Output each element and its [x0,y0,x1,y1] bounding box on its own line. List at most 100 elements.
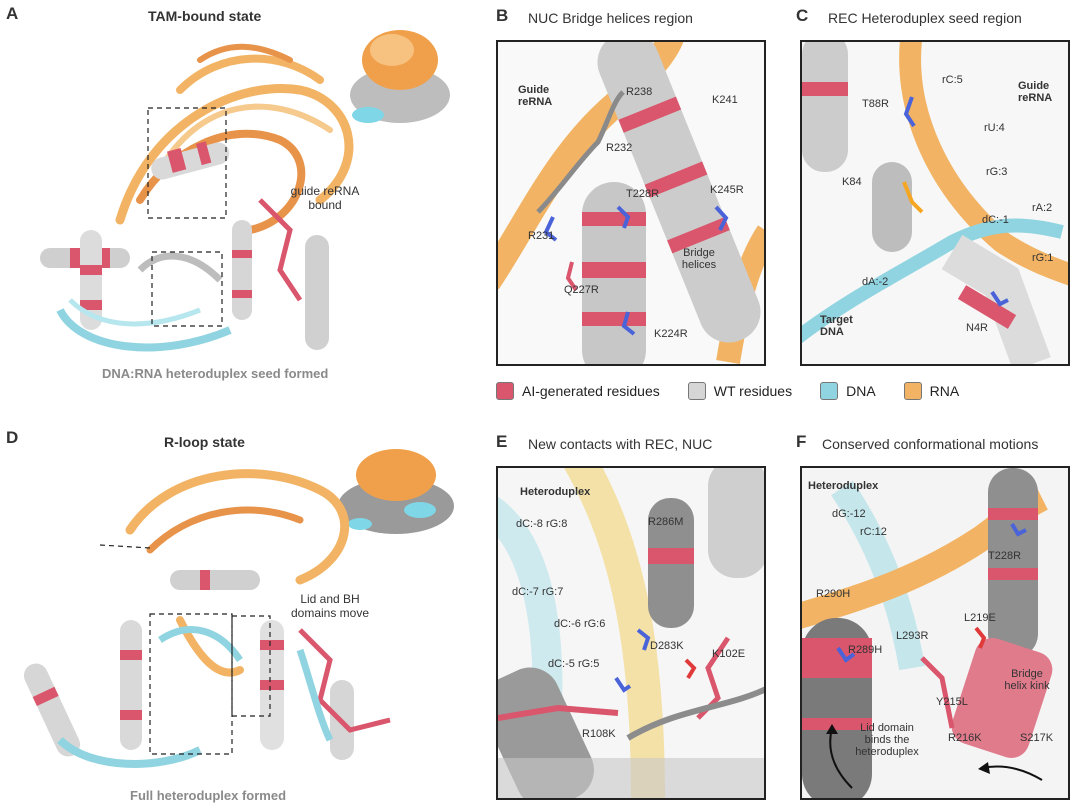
legend-swatch-dna [820,382,839,400]
legend-swatch-rna [903,382,922,400]
panel-f-label-l219e: L219E [964,612,996,624]
panel-c-structure [802,42,1068,364]
panel-c-letter: C [796,6,809,25]
panel-e-label-p5: dC:-5 rG:5 [548,658,600,670]
panel-e-letter: E [496,432,508,451]
panel-d-box-left [149,613,233,755]
legend-label-ai: AI-generated residues [522,383,660,399]
panel-a-dna [56,298,232,352]
panel-b-label-k241: K241 [712,94,738,106]
legend-label-rna: RNA [929,383,960,399]
panel-c-label-guide: Guide reRNA [1018,80,1053,104]
panel-d-caption: Full heteroduplex formed [130,788,287,803]
panel-b-label-r238: R238 [626,86,653,98]
panel-f-label-r216k: R216K [948,732,982,744]
panel-f-label-dg12: dG:-12 [832,508,866,520]
panel-f-label-l293r: L293R [896,630,929,642]
panel-b-label-k224r: K224R [654,328,688,340]
panel-b-label-r232: R232 [606,142,633,154]
panel-e-label-heteroduplex: Heteroduplex [520,486,591,498]
panel-e-label-d283k: D283K [650,640,684,652]
panel-f-helix-right [988,468,1038,658]
panel-f-title: Conserved conformational motions [822,436,1039,452]
panel-e-title: New contacts with REC, NUC [528,436,713,452]
panel-c-label-rg1: rG:1 [1032,252,1054,264]
panel-e-structure [498,468,764,798]
panel-a-protein [40,141,329,350]
panel-b-structure [498,42,764,364]
panel-e-label-k102e: K102E [712,648,746,660]
panel-c-label-rc5: rC:5 [942,74,963,86]
panel-f-frame: Heteroduplex dG:-12 rC:12 T228R R290H L2… [800,466,1070,800]
panel-c-label-rg3: rG:3 [986,166,1008,178]
legend-swatch-wt [687,382,706,400]
panel-c-label-ru4: rU:4 [984,122,1005,134]
panel-f-label-rc12: rC:12 [860,526,887,538]
panel-b-helix-right [597,42,761,343]
panel-f-label-y215l: Y215L [936,696,968,708]
panel-f-kink-arrow [981,765,1043,781]
panel-e-label-p6: dC:-6 rG:6 [554,618,606,630]
panel-a-annotation: guide reRNA bound [290,184,360,212]
panel-f-label-heteroduplex: Heteroduplex [808,480,879,492]
legend-label-dna: DNA [846,383,876,399]
panel-d-letter: D [6,428,19,447]
panel-a-box-upper [147,107,227,219]
panel-c-label-k84: K84 [842,176,862,188]
panel-f-label-r289h: R289H [848,644,883,656]
panel-c-label-t88r: T88R [862,98,889,110]
panel-d-dashed-line [99,544,151,549]
panel-f-letter: F [796,432,807,451]
panel-c-label-n4r: N4R [966,322,989,334]
panel-f-label-t228r: T228R [988,550,1022,562]
panel-b-rna-strand [498,42,684,290]
panel-c-label-ra2: rA:2 [1032,202,1053,214]
panel-a-structure [40,30,450,352]
panel-c-dna-strand [802,218,1064,344]
panel-a: A TAM-bound state [0,0,490,400]
panel-e-label-r108k: R108K [582,728,616,740]
panel-a-caption: DNA:RNA heteroduplex seed formed [102,366,329,381]
legend: AI-generated residues WT residues DNA RN… [496,380,987,402]
panel-c-label-target: Target DNA [820,314,853,338]
panel-d-box-right [231,615,271,717]
panel-d-dna [57,626,334,768]
panel-e-label-r286m: R286M [648,516,684,528]
panel-b-label-guide: Guide reRNA [518,84,553,108]
panel-f-bridge-helix [951,638,1053,758]
panel-a-density-map [350,30,450,123]
panel-c-label-dam2: dA:-2 [862,276,889,288]
panel-c-title: REC Heteroduplex seed region [828,10,1022,26]
panel-d: D R-loop state [0,420,490,810]
panel-f-label-r290h: R290H [816,588,851,600]
legend-swatch-ai [496,382,514,400]
panel-d-title: R-loop state [164,434,245,450]
panel-b-label-r231: R231 [528,230,555,242]
panel-b-title: NUC Bridge helices region [528,10,693,26]
panel-b-label-q227r: Q227R [564,284,599,296]
panel-e-frame: Heteroduplex dC:-8 rG:8 R286M dC:-7 rG:7… [496,466,766,800]
legend-label-wt: WT residues [713,383,793,399]
panel-e-label-p8: dC:-8 rG:8 [516,518,568,530]
panel-b-label-t228r: T228R [626,188,660,200]
panel-e-label-p7: dC:-7 rG:7 [512,586,564,598]
panel-c-label-dcm1: dC:-1 [982,214,1009,226]
panel-d-structure [23,449,454,768]
panel-d-annotation: Lid and BH domains move [290,592,370,620]
panel-f-structure [802,468,1053,798]
panel-f-label-s217k: S217K [1020,732,1054,744]
panel-d-protein [23,570,391,760]
panel-b-label-bridge: Bridge helices [681,247,717,271]
panel-d-density-map [338,449,454,534]
panel-b-frame: Guide reRNA R238 K241 R232 T228R K245R R… [496,40,766,366]
panel-a-title: TAM-bound state [148,8,262,24]
panel-c-rna-strand [899,42,1068,286]
panel-e-rna-strand [564,468,665,798]
panel-f-label-bridge: Bridge helix kink [1004,668,1050,692]
panel-b-label-k245r: K245R [710,184,744,196]
panel-f-label-lid: Lid domain binds the heteroduplex [855,722,919,758]
panel-a-letter: A [6,4,19,23]
panel-c-frame: rC:5 Guide reRNA T88R rU:4 K84 rG:3 rA:2… [800,40,1070,366]
panel-b-letter: B [496,6,509,25]
